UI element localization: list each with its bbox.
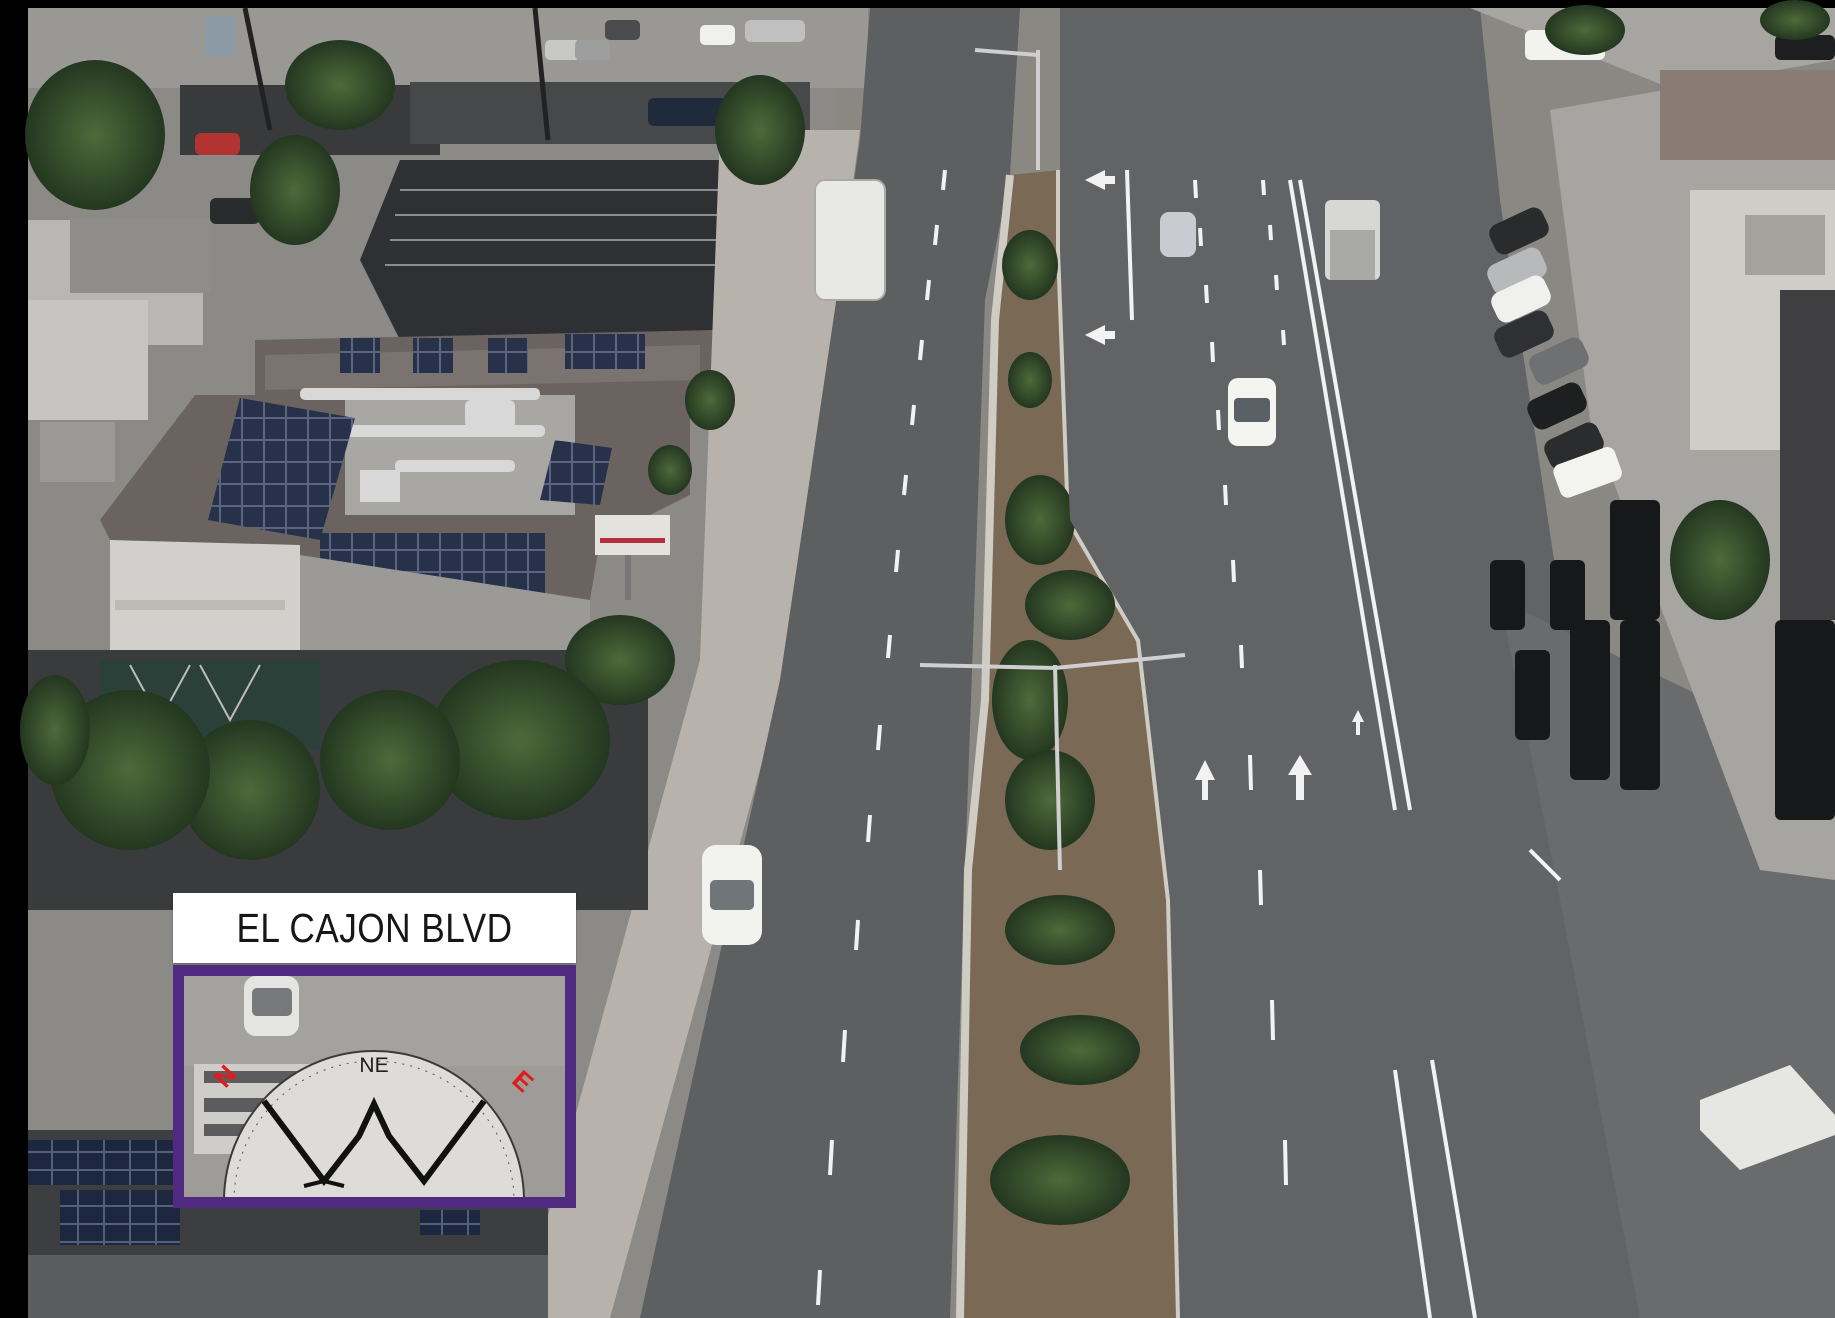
compass-inset: NE N E bbox=[173, 965, 576, 1208]
compass-heading-label: NE bbox=[359, 1054, 389, 1077]
compass-inset-image bbox=[184, 976, 565, 1197]
street-name-banner: EL CAJON BLVD bbox=[173, 893, 576, 963]
street-name-text: EL CAJON BLVD bbox=[236, 904, 513, 951]
